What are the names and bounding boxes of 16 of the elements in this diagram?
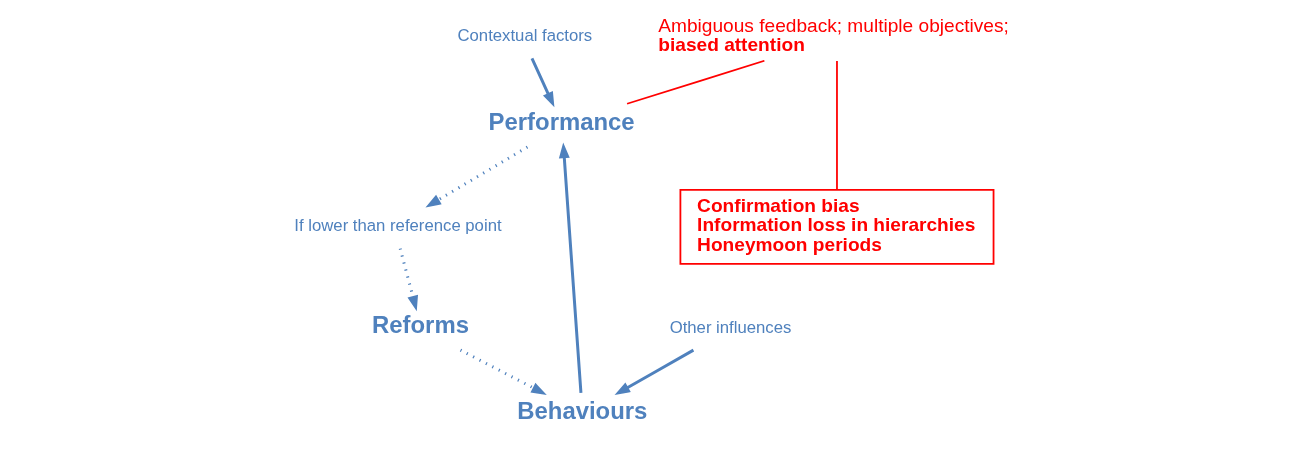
arrow [425,145,529,208]
connector [626,59,766,105]
node-text: If lower than reference point [294,216,502,236]
node-box: Confirmation bias Information loss in hierarchies Honeymoon periods [679,188,995,265]
arrow [530,57,555,108]
node-text: Contextual factors [457,26,593,46]
connector [836,60,838,191]
arrow [558,142,583,393]
node-text: Performance [488,108,635,136]
arrow [614,348,695,396]
arrow [398,248,419,312]
arrow [459,348,547,395]
node-text: Ambiguous feedback; multiple objectives; biased attention [658,14,1009,55]
node-text: Behaviours [517,397,648,425]
node-text: Other influences [669,317,792,337]
node-text: Reforms [372,311,469,339]
